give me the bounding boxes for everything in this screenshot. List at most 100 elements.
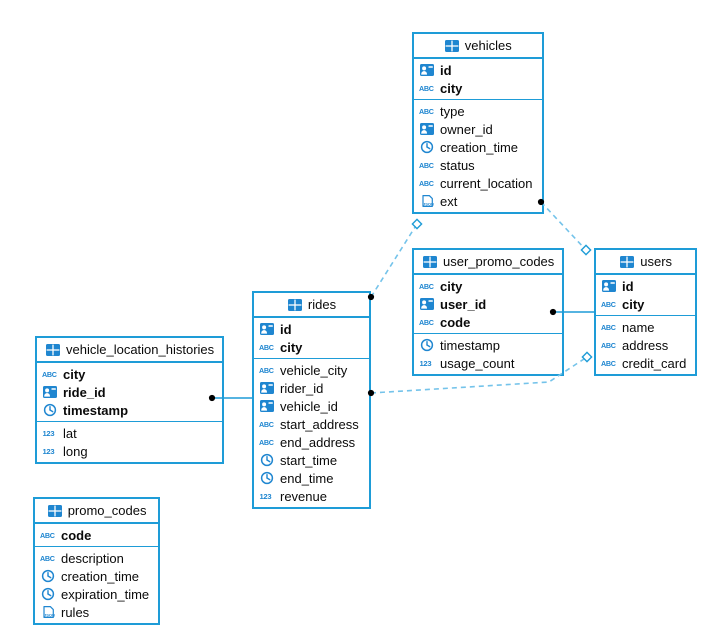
column-id[interactable]: id [414,61,542,79]
table-header[interactable]: vehicles [414,34,542,59]
column-vehicle_city[interactable]: ABC vehicle_city [254,361,369,379]
uuid-type-icon [259,322,275,336]
timestamp-type-icon [259,453,275,467]
json-type-icon: JSON [40,605,56,619]
relation-line[interactable] [540,201,587,251]
column-name: credit_card [622,355,687,371]
column-ride_id[interactable]: ride_id [37,383,222,401]
column-name: code [61,527,92,543]
string-type-icon: ABC [419,81,435,95]
table-header[interactable]: vehicle_location_histories [37,338,223,363]
svg-text:ABC: ABC [601,341,616,350]
string-type-icon: ABC [40,528,56,542]
column-name: revenue [280,488,327,504]
table-header[interactable]: promo_codes [35,499,159,524]
svg-text:ABC: ABC [419,318,434,327]
column-name: lat [63,425,77,441]
table-title: vehicles [464,38,512,53]
number-type-icon: 123 [42,426,58,440]
svg-text:ABC: ABC [259,366,274,375]
svg-text:ABC: ABC [419,282,434,291]
string-type-icon: ABC [419,104,435,118]
column-owner_id[interactable]: owner_id [414,120,542,138]
column-rules[interactable]: JSON rules [35,603,158,621]
string-type-icon: ABC [40,551,56,565]
json-type-icon: JSON [419,194,435,208]
column-code[interactable]: ABC code [414,313,562,331]
column-vehicle_id[interactable]: vehicle_id [254,397,369,415]
svg-text:ABC: ABC [259,438,274,447]
column-end_time[interactable]: end_time [254,469,369,487]
column-timestamp[interactable]: timestamp [37,401,222,419]
column-timestamp[interactable]: timestamp [414,336,562,354]
relation-vehicles-users[interactable] [537,198,592,256]
column-creation_time[interactable]: creation_time [35,567,158,585]
table-type-icon [444,39,460,53]
column-rider_id[interactable]: rider_id [254,379,369,397]
column-id[interactable]: id [596,277,695,295]
uuid-type-icon [42,385,58,399]
table-header[interactable]: users [596,250,696,275]
column-creation_time[interactable]: creation_time [414,138,542,156]
column-id[interactable]: id [254,320,369,338]
column-name: code [440,314,471,330]
timestamp-type-icon [419,140,435,154]
svg-text:ABC: ABC [259,343,274,352]
column-name: end_address [280,434,356,450]
column-expiration_time[interactable]: expiration_time [35,585,158,603]
table-type-icon [422,255,438,269]
column-name: vehicle_id [280,398,338,414]
svg-text:ABC: ABC [419,107,434,116]
string-type-icon: ABC [42,367,58,381]
column-name: rules [61,604,90,620]
table-title: rides [307,297,337,312]
svg-text:123: 123 [43,429,55,438]
column-name: start_time [280,452,338,468]
string-type-icon: ABC [259,435,275,449]
column-end_address[interactable]: ABC end_address [254,433,369,451]
timestamp-type-icon [40,587,56,601]
column-name: ride_id [63,384,106,400]
column-name: vehicle_city [280,362,348,378]
table-header[interactable]: user_promo_codes [414,250,563,275]
uuid-type-icon [259,399,275,413]
column-start_time[interactable]: start_time [254,451,369,469]
svg-text:ABC: ABC [40,531,55,540]
table-header[interactable]: rides [254,293,369,318]
column-code[interactable]: ABC code [35,526,158,544]
relation-line[interactable] [370,223,418,298]
column-lat[interactable]: 123 lat [37,424,222,442]
relation-diamond-marker [581,351,593,363]
table-type-icon [287,298,303,312]
column-user_id[interactable]: user_id [414,295,562,313]
